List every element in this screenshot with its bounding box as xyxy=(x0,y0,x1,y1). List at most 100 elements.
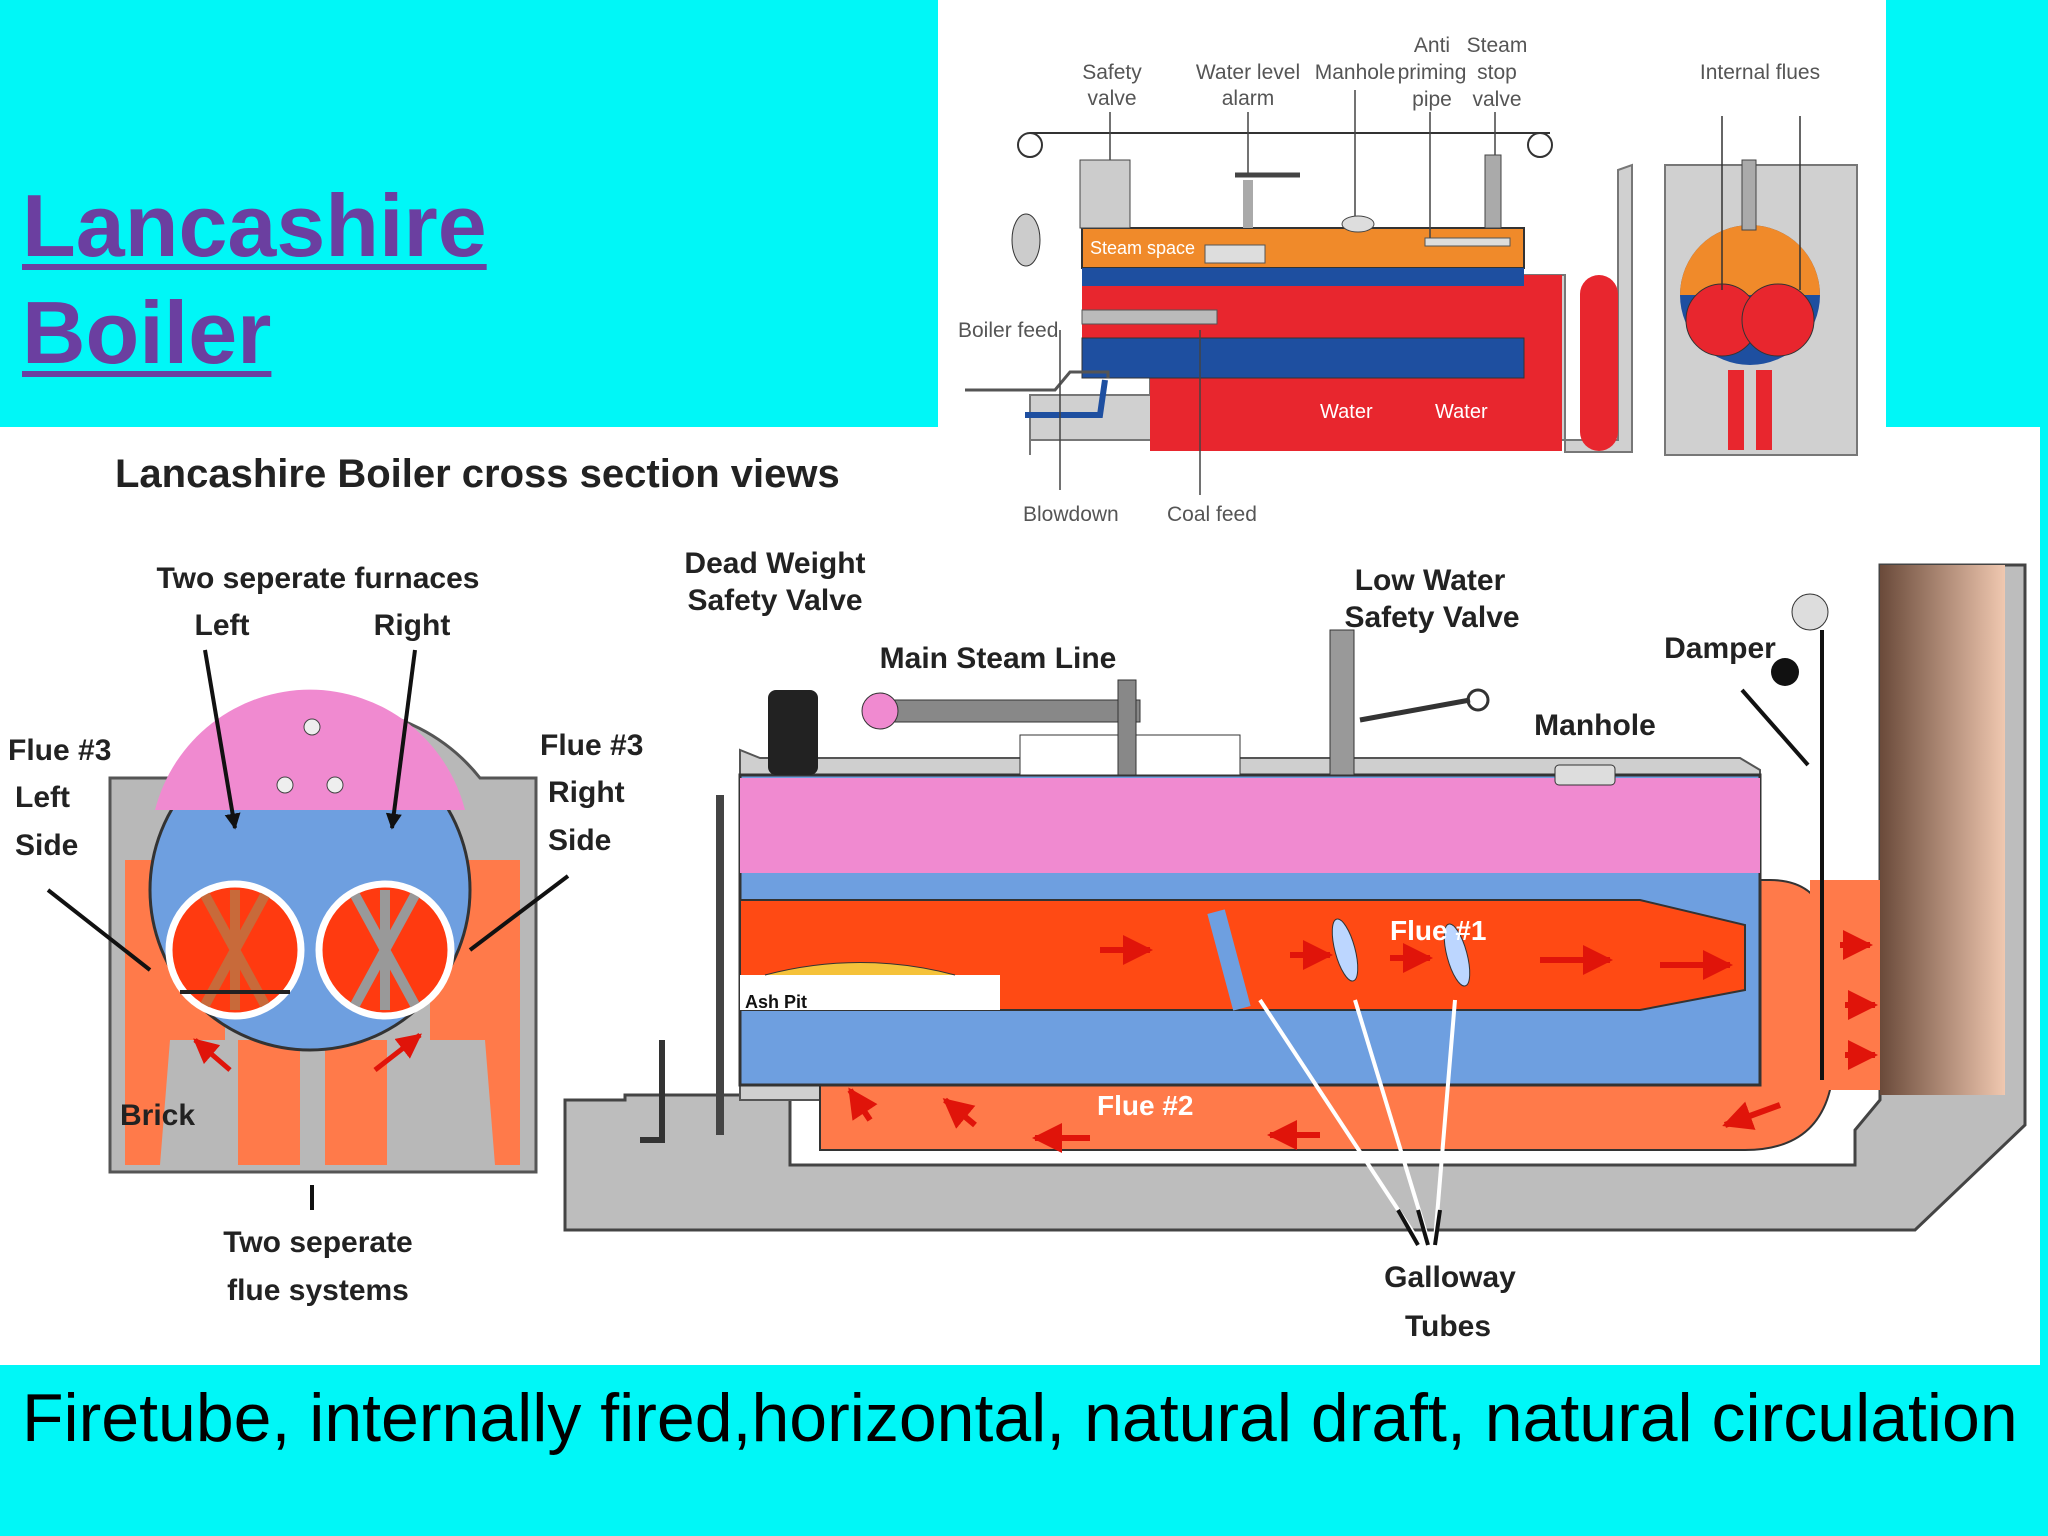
label-dead-weight-2: Safety Valve xyxy=(687,584,862,617)
top-end-view-down-right xyxy=(1756,370,1772,450)
main-steam-line-flange xyxy=(861,692,899,730)
top-blowdown-pipe xyxy=(1025,379,1108,418)
label-internal-flues: Internal flues xyxy=(1700,61,1820,84)
side-brick-setting xyxy=(563,563,2027,1232)
low-water-valve-lever xyxy=(1359,697,1471,723)
label-flue3-right-1: Flue #3 xyxy=(540,729,643,762)
bottom-flue-left xyxy=(238,1040,300,1165)
top-safety-valve xyxy=(1079,159,1131,229)
label-brick: Brick xyxy=(120,1099,195,1132)
label-right: Right xyxy=(374,609,451,642)
label-anti-priming-1: Anti xyxy=(1414,34,1450,57)
label-water-level-alarm-2: alarm xyxy=(1222,87,1275,110)
label-flue3-right-2: Right xyxy=(548,776,625,809)
galloway-leader-tips xyxy=(1396,1209,1442,1246)
label-left: Left xyxy=(195,609,250,642)
top-end-view-down-left xyxy=(1728,370,1744,450)
top-end-view-valve xyxy=(1741,159,1757,231)
side-cross-section: Dead Weight Safety Valve Main Steam Line… xyxy=(563,547,2027,1343)
top-end-view-flue-right xyxy=(1741,283,1815,357)
label-safety-valve-2: valve xyxy=(1087,87,1136,110)
ash-pit-area xyxy=(740,975,1000,1010)
galloway-tube-3 xyxy=(1443,923,1471,987)
label-galloway-2: Tubes xyxy=(1405,1310,1491,1343)
label-two-furnaces: Two seperate furnaces xyxy=(157,562,480,595)
label-steam-stop-1: Steam xyxy=(1467,34,1528,57)
top-internal-flues-leader xyxy=(1721,116,1801,290)
label-flue3-left-2: Left xyxy=(15,781,70,814)
galloway-tube-1 xyxy=(1207,909,1251,1011)
label-flue3-left-1: Flue #3 xyxy=(8,734,111,767)
top-alarm-float xyxy=(1204,244,1266,264)
label-water-level-alarm-1: Water level xyxy=(1196,61,1300,84)
damper-pulley xyxy=(1791,593,1829,631)
top-side-flue xyxy=(1580,275,1618,451)
top-counterweight xyxy=(1011,213,1041,267)
label-main-steam-line: Main Steam Line xyxy=(880,642,1117,675)
top-alarm-stem xyxy=(1243,180,1253,228)
label-flue3-left-3: Side xyxy=(15,829,78,862)
label-anti-priming-3: pipe xyxy=(1412,88,1452,111)
label-low-water-2: Safety Valve xyxy=(1344,601,1519,634)
chimney xyxy=(1880,565,2005,1095)
top-water-band xyxy=(1082,268,1524,286)
label-low-water-1: Low Water xyxy=(1355,564,1506,597)
low-water-valve-pipe xyxy=(1329,629,1355,776)
top-pulley-right xyxy=(1527,132,1553,158)
top-boiler-diagram: Safety valve Water level alarm Manhole A… xyxy=(958,34,1858,526)
damper-weight xyxy=(1771,658,1799,686)
page-title: Lancashire Boiler xyxy=(22,172,487,387)
label-steam-stop-3: valve xyxy=(1472,88,1521,111)
top-manhole-cover xyxy=(1341,215,1375,233)
damper-leader xyxy=(1740,688,1810,767)
main-stop-valve xyxy=(1117,679,1137,776)
galloway-cross-right xyxy=(350,890,420,1010)
title-line-2: Boiler xyxy=(22,283,272,383)
label-flue-2: Flue #2 xyxy=(1097,1090,1193,1121)
label-two-flue-1: Two seperate xyxy=(223,1226,413,1259)
label-blowdown: Blowdown xyxy=(1023,503,1119,526)
label-boiler-feed: Boiler feed xyxy=(958,319,1058,342)
galloway-leaders xyxy=(1258,998,1457,1242)
top-water-lower xyxy=(1081,337,1525,379)
label-steam-stop-2: stop xyxy=(1477,61,1517,84)
label-galloway-1: Galloway xyxy=(1384,1261,1516,1294)
flow-arrows xyxy=(847,930,1878,1153)
label-dead-weight-1: Dead Weight xyxy=(684,547,865,580)
slide-caption: Firetube, internally fired,horizontal, n… xyxy=(22,1380,2018,1456)
label-manhole-top: Manhole xyxy=(1315,61,1396,84)
top-anti-priming-pipe xyxy=(1424,237,1511,247)
side-steam-space xyxy=(740,778,1760,873)
label-ash-pit: Ash Pit xyxy=(745,992,807,1012)
steam-space-end xyxy=(155,689,465,810)
label-water-2: Water xyxy=(1435,401,1488,423)
top-end-view-steam xyxy=(1680,225,1820,295)
top-steam-stop-valve xyxy=(1484,154,1502,229)
top-leader-lines xyxy=(1059,90,1496,495)
label-flue-1: Flue #1 xyxy=(1390,915,1486,946)
top-steam-space xyxy=(1081,227,1525,269)
fire-bed xyxy=(764,962,956,976)
label-damper: Damper xyxy=(1664,632,1776,665)
blowdown-pipe-front xyxy=(640,1040,665,1143)
title-line-1: Lancashire xyxy=(22,176,487,275)
top-grate xyxy=(1081,309,1218,325)
manhole-cover xyxy=(1554,764,1616,786)
dead-weight-safety-valve xyxy=(768,690,818,775)
main-diagram-heading: Lancashire Boiler cross section views xyxy=(115,452,840,496)
label-anti-priming-2: priming xyxy=(1398,61,1467,84)
top-feed-pipe xyxy=(965,370,1110,392)
label-flue3-right-3: Side xyxy=(548,824,611,857)
label-safety-valve-1: Safety xyxy=(1082,61,1142,84)
label-two-flue-2: flue systems xyxy=(227,1274,409,1307)
main-steam-line-pipe xyxy=(869,699,1141,723)
label-steam-space: Steam space xyxy=(1090,238,1195,258)
galloway-tube-2 xyxy=(1331,918,1359,982)
label-water-1: Water xyxy=(1320,401,1373,423)
end-cross-section: Two seperate furnaces Left Right Flue #3… xyxy=(8,562,643,1307)
bottom-flue-right xyxy=(325,1040,387,1165)
top-pulley-left xyxy=(1017,132,1043,158)
label-coal-feed: Coal feed xyxy=(1167,503,1257,526)
label-manhole-main: Manhole xyxy=(1534,709,1656,742)
